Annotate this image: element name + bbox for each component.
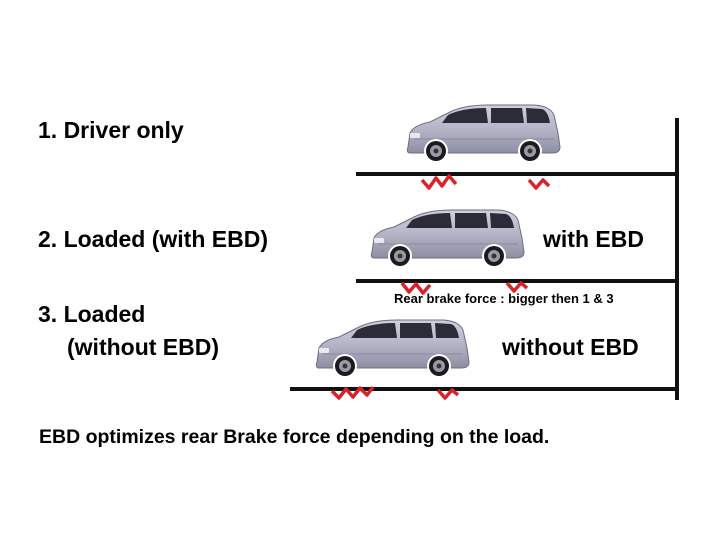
car-icon: [370, 209, 525, 269]
ground-line-2: [356, 279, 678, 283]
brake-force-icon: [400, 281, 432, 295]
ground-line-1: [356, 172, 678, 176]
brake-force-icon: [436, 388, 460, 400]
case-1-label: 1. Driver only: [38, 117, 184, 143]
case-3-label-line2: (without EBD): [67, 334, 220, 360]
case-2-label: 2. Loaded (with EBD): [38, 226, 268, 252]
without-ebd-label: without EBD: [502, 334, 639, 360]
brake-force-icon: [420, 174, 458, 190]
car-icon: [315, 319, 470, 379]
brake-force-icon: [527, 178, 551, 190]
case-3-label-line1: 3. Loaded: [38, 301, 146, 327]
brake-force-icon: [505, 281, 529, 293]
car-icon: [406, 104, 561, 164]
vertical-divider: [675, 118, 679, 400]
ground-line-3: [290, 387, 678, 391]
rear-brake-force-note: Rear brake force : bigger then 1 & 3: [394, 291, 614, 306]
with-ebd-label: with EBD: [543, 226, 644, 252]
conclusion-text: EBD optimizes rear Brake force depending…: [39, 426, 550, 448]
brake-force-icon: [330, 385, 375, 400]
